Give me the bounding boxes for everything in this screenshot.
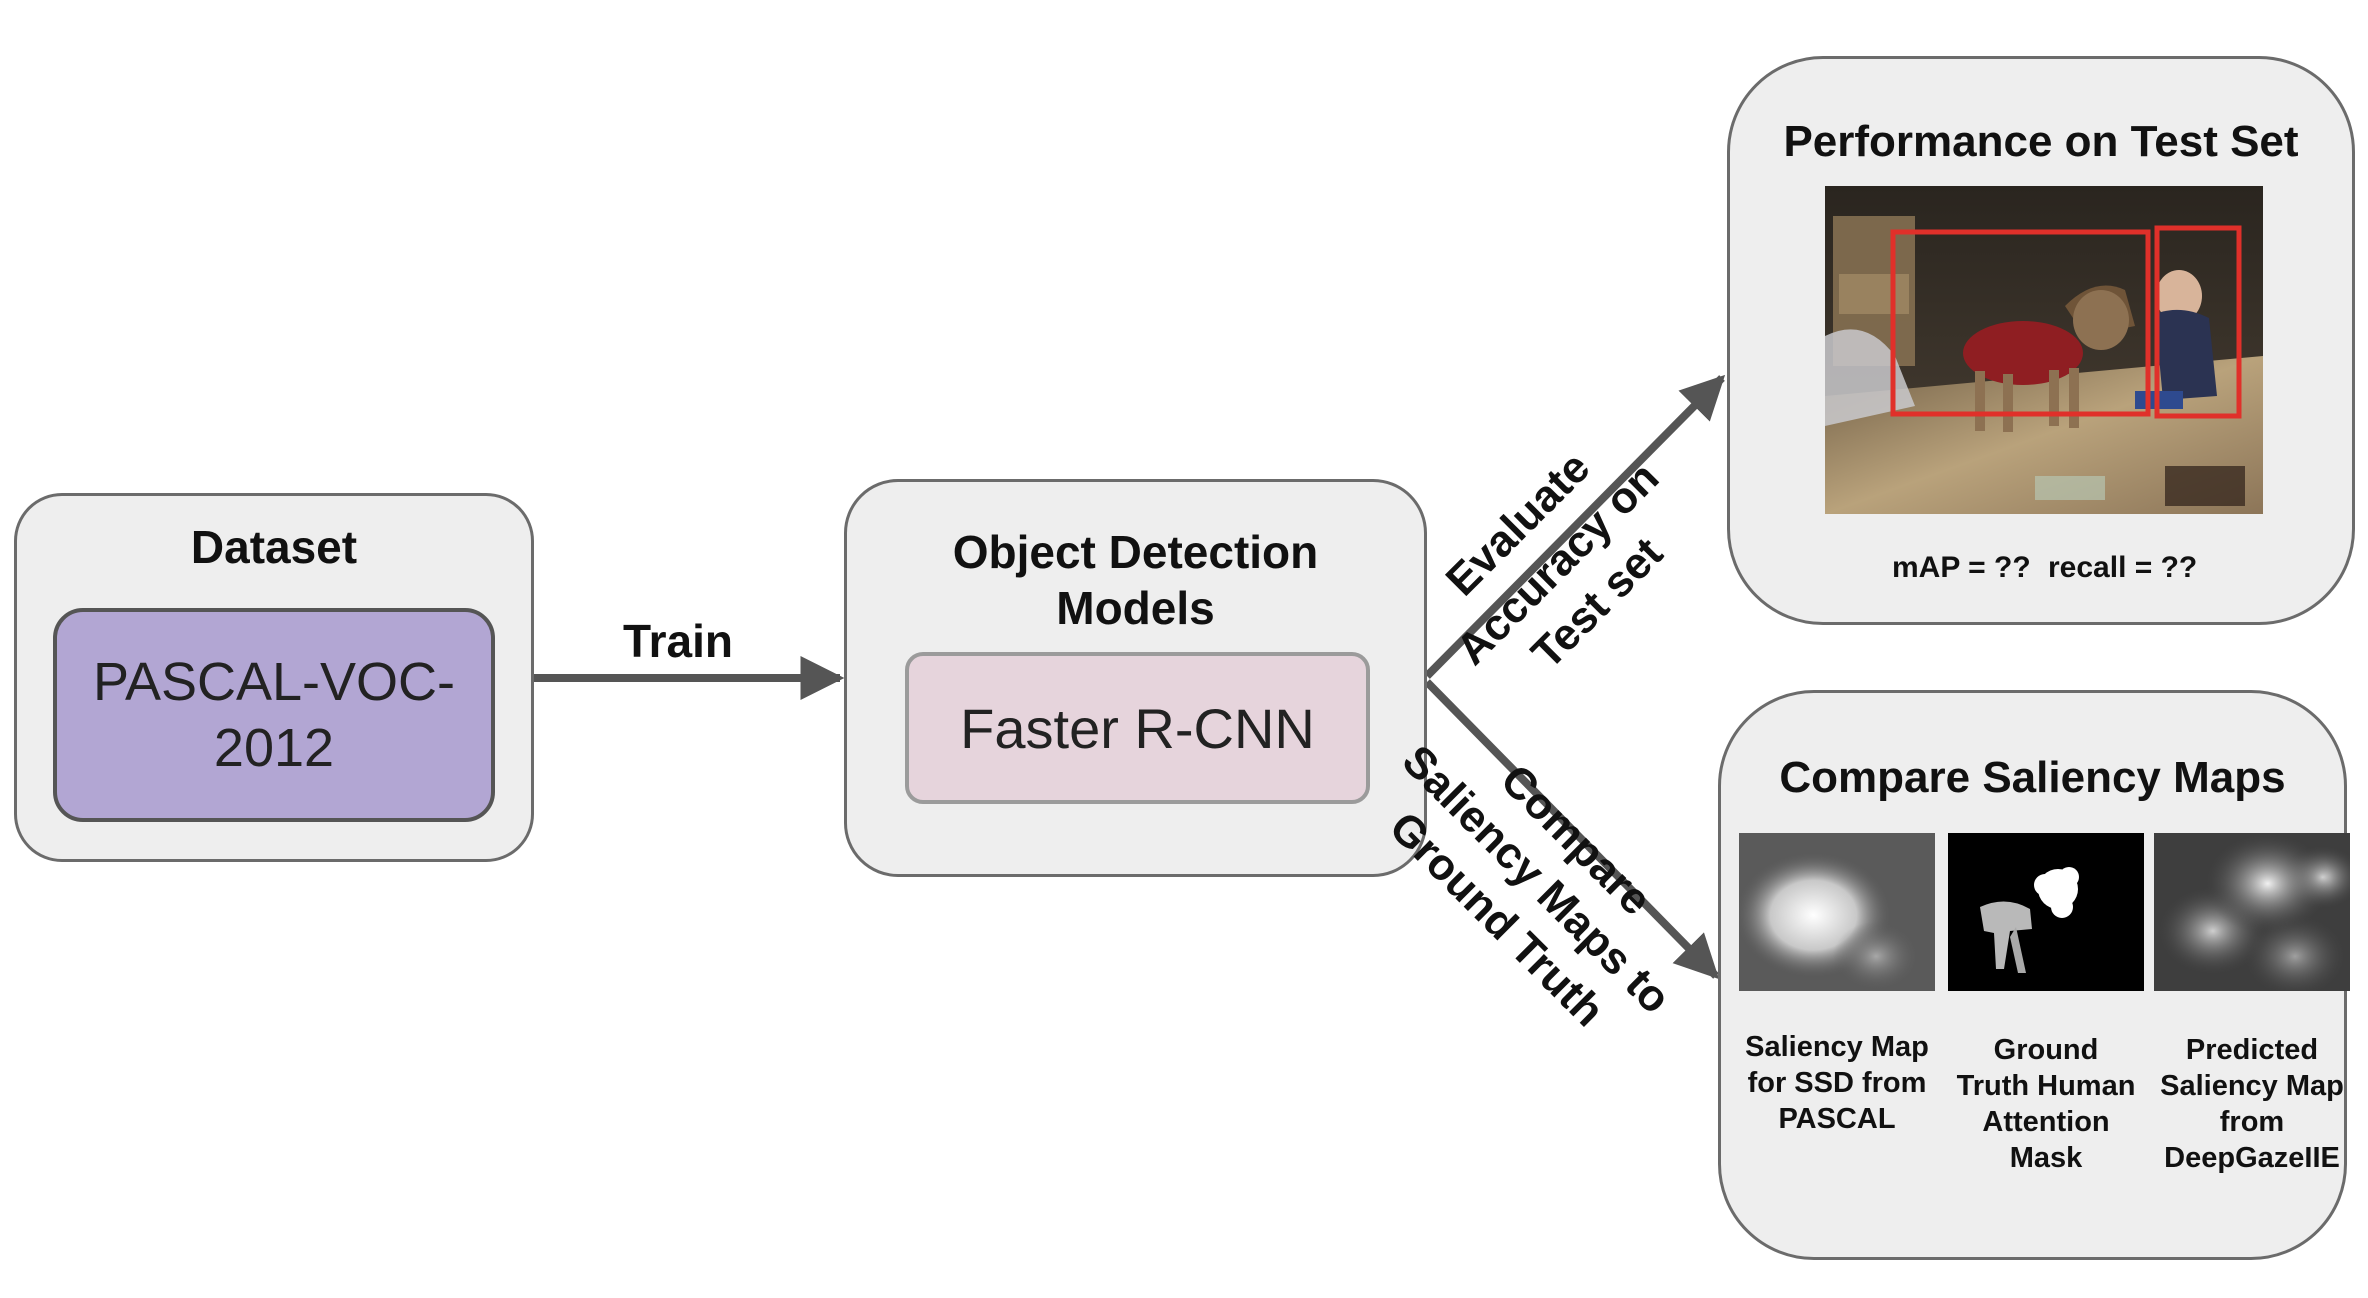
test-image xyxy=(1825,186,2263,514)
caption-line: Ground xyxy=(1993,1034,2099,1066)
caption-line: Predicted xyxy=(2185,1034,2319,1066)
models-panel: Object Detection Models Faster R-CNN xyxy=(844,479,1427,877)
caption-line: PASCAL xyxy=(1778,1103,1896,1135)
performance-panel: Performance on Test Set xyxy=(1727,56,2355,625)
predicted-saliency-map xyxy=(2154,833,2350,991)
performance-title: Performance on Test Set xyxy=(1783,117,2299,166)
saliency-title: Compare Saliency Maps xyxy=(1779,753,2286,802)
caption-line: Attention xyxy=(1982,1106,2110,1138)
ground-truth-mask xyxy=(1948,833,2144,991)
saliency-caption-deepgaze: Predicted Saliency Map from DeepGazeIIE xyxy=(2154,1032,2350,1176)
saliency-caption-ground-truth: Ground Truth Human Attention Mask xyxy=(1948,1032,2144,1176)
caption-line: Mask xyxy=(2009,1142,2083,1174)
caption-line: Saliency Map xyxy=(2160,1070,2344,1102)
detection-box-dog xyxy=(1890,229,2151,417)
caption-line: Saliency Map xyxy=(1745,1031,1929,1063)
models-title-line-1: Object Detection xyxy=(952,526,1319,578)
saliency-caption-ssd: Saliency Map for SSD from PASCAL xyxy=(1739,1029,1935,1137)
caption-line: from xyxy=(2219,1106,2285,1138)
models-title: Object Detection Models xyxy=(847,524,1424,636)
caption-line: DeepGazeIIE xyxy=(2164,1142,2340,1174)
saliency-panel: Compare Saliency Maps xyxy=(1718,690,2350,1260)
dataset-panel: Dataset PASCAL-VOC- 2012 xyxy=(14,493,534,862)
compare-arrow xyxy=(1424,679,1720,980)
dataset-title: Dataset xyxy=(190,521,358,573)
caption-line: for SSD from xyxy=(1747,1067,1927,1099)
model-item-faster-rcnn: Faster R-CNN xyxy=(905,652,1370,804)
evaluate-arrow xyxy=(1424,374,1726,679)
models-title-line-2: Models xyxy=(1056,582,1215,634)
dataset-item-line-2: 2012 xyxy=(213,718,335,778)
dataset-item-line-1: PASCAL-VOC- xyxy=(92,652,456,712)
dataset-item: PASCAL-VOC- 2012 xyxy=(53,608,495,822)
caption-line: Truth Human xyxy=(1956,1070,2136,1102)
train-label: Train xyxy=(623,615,733,667)
saliency-map-ssd xyxy=(1739,833,1935,991)
detection-box-child xyxy=(2154,225,2242,419)
metric-recall: recall = ?? xyxy=(2048,551,2198,584)
metric-map: mAP = ?? xyxy=(1892,551,2031,584)
